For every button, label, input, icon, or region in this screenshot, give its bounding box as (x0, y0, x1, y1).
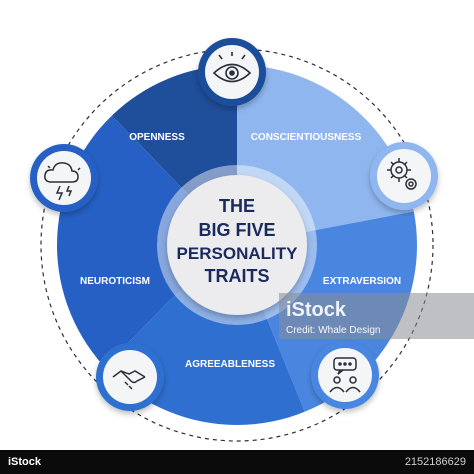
watermark: iStock Credit: Whale Design (279, 293, 474, 339)
badge-agreeableness (96, 343, 164, 411)
badge-extraversion (311, 341, 379, 409)
footer-id: 2152186629 (404, 456, 466, 468)
label-agreeableness: AGREEABLENESS (185, 359, 275, 370)
segment-labels: OPENNESS CONSCIENTIOUSNESS EXTRAVERSION … (80, 132, 401, 370)
footer-brand: iStock (8, 456, 42, 468)
center-disc (167, 175, 307, 315)
handshake-icon (112, 370, 146, 390)
label-neuroticism: NEUROTICISM (80, 276, 150, 287)
center-title: THE BIG FIVE PERSONALITY TRAITS (177, 196, 299, 286)
badge-neuroticism (30, 144, 98, 212)
center-title-line-1: THE (219, 196, 255, 216)
center-title-line-3: PERSONALITY (177, 244, 299, 263)
eye-icon (212, 52, 252, 83)
watermark-brand: iStock (286, 299, 347, 321)
gears-icon (387, 158, 417, 190)
label-openness: OPENNESS (129, 132, 185, 143)
label-conscientiousness: CONSCIENTIOUSNESS (251, 132, 362, 143)
footer-bar: iStock 2152186629 (0, 450, 474, 474)
center-title-line-4: TRAITS (205, 266, 270, 286)
label-extraversion: EXTRAVERSION (323, 276, 401, 287)
storm-cloud-icon (44, 162, 81, 201)
watermark-credit: Credit: Whale Design (286, 325, 380, 336)
social-chat-icon (329, 357, 361, 393)
center-title-line-2: BIG FIVE (198, 220, 275, 240)
